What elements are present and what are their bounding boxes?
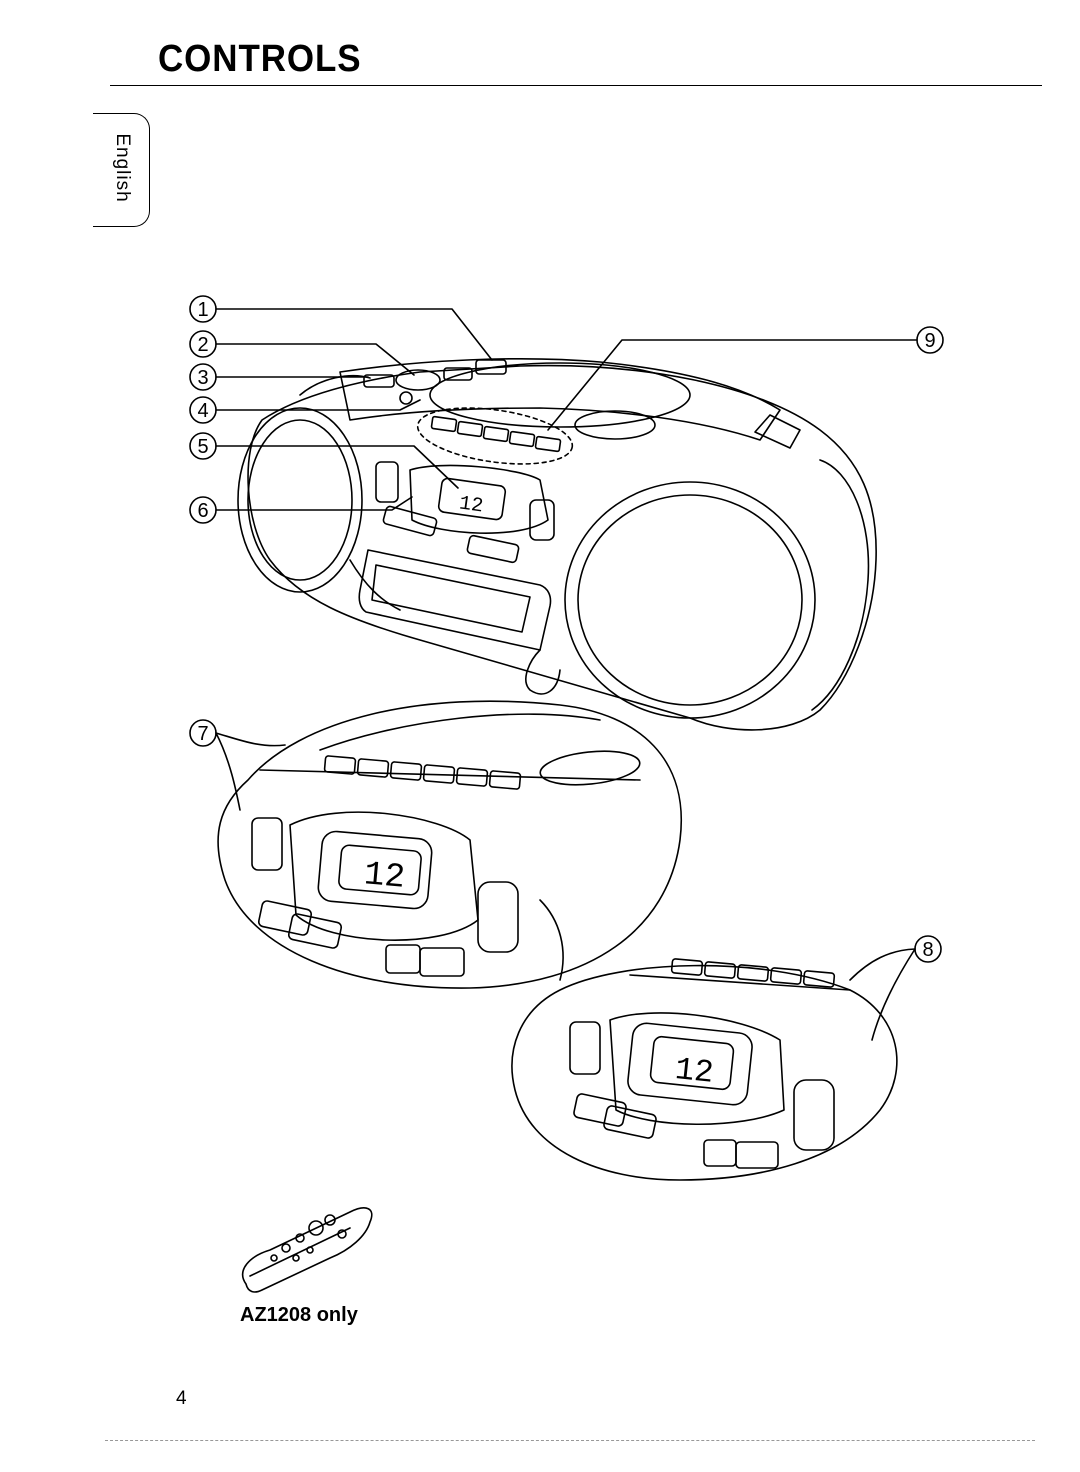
detail-a-display-digits: 12 [362, 856, 406, 897]
callout-6-label: 6 [197, 500, 208, 522]
callout-5-label: 5 [197, 436, 208, 458]
remote-caption: AZ1208 only [240, 1304, 358, 1326]
main-display-digits: 12 [458, 492, 485, 518]
detail-view-a: 12 [217, 700, 682, 989]
callout-9: 9 [547, 326, 944, 431]
callout-2-label: 2 [197, 334, 208, 356]
detail-a-button-row [323, 755, 522, 790]
callout-6: 6 [189, 496, 413, 524]
detail-b-display-digits: 12 [673, 1051, 715, 1092]
callout-1: 1 [189, 295, 493, 361]
boombox-illustration: 12 [237, 358, 877, 731]
callout-3-label: 3 [197, 367, 208, 389]
language-tab: English [93, 113, 150, 227]
detail-view-b: 12 [511, 958, 898, 1181]
callout-7: 7 [189, 719, 286, 811]
page-title: CONTROLS [158, 38, 362, 80]
dotted-highlight [416, 407, 574, 465]
callout-9-label: 9 [924, 330, 935, 352]
callout-8: 8 [849, 935, 942, 1041]
callout-1-label: 1 [197, 299, 208, 321]
detail-b-button-row [670, 958, 836, 988]
remote-control-icon [241, 1207, 373, 1293]
cd-button-row [430, 415, 562, 453]
callout-2: 2 [189, 330, 415, 376]
footer-rule [105, 1440, 1035, 1441]
callout-7-label: 7 [197, 723, 208, 745]
callout-8-label: 8 [922, 939, 933, 961]
page-number: 4 [176, 1388, 187, 1409]
callout-4: 4 [189, 396, 421, 424]
callout-5: 5 [189, 432, 459, 489]
title-rule [110, 85, 1042, 86]
callout-4-label: 4 [197, 400, 208, 422]
